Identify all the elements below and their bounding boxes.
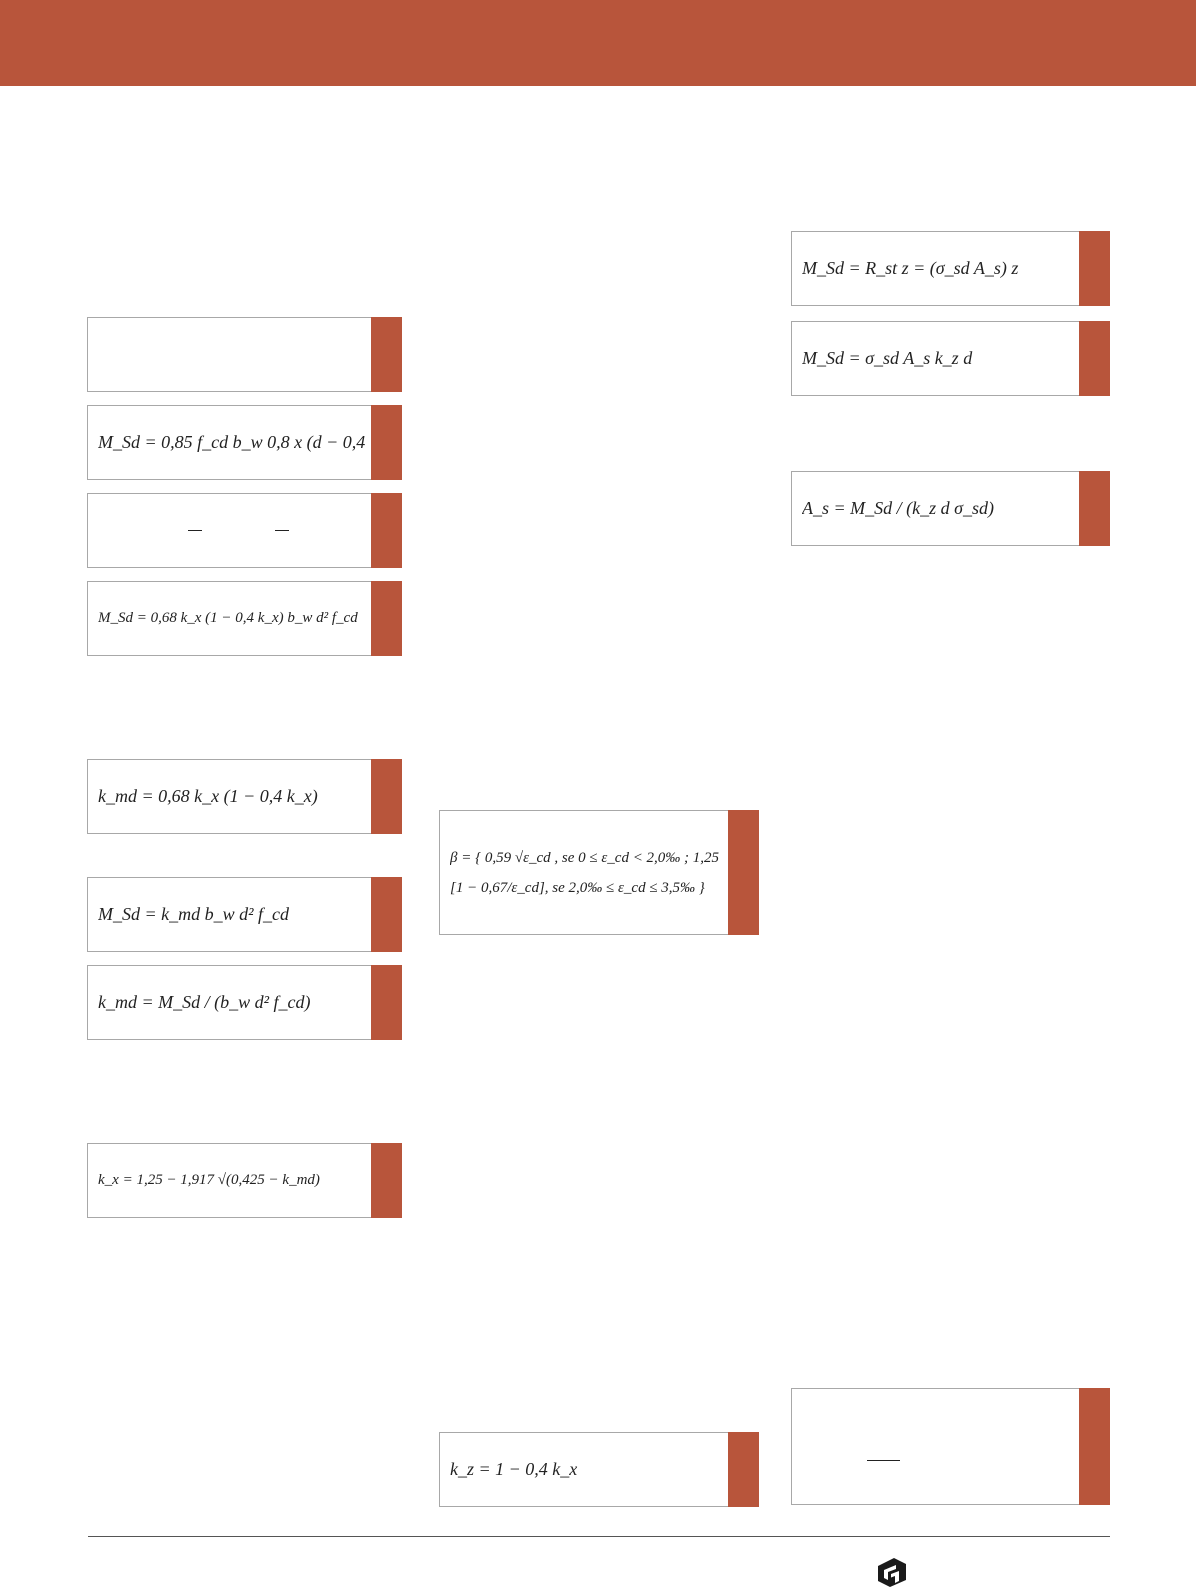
equation-box-kmd-ratio: k_md = M_Sd / (b_w d² f_cd) [87, 965, 402, 1040]
equation-msd-kmd: M_Sd = k_md b_w d² f_cd [98, 904, 290, 924]
equation-number-tab [371, 877, 402, 952]
equation-box-msd-sigma: M_Sd = σ_sd A_s k_z d [791, 321, 1110, 396]
fraction-bar [867, 1460, 900, 1461]
fraction-bar [275, 530, 289, 531]
equation-kx-sqrt: k_x = 1,25 − 1,917 √(0,425 − k_md) [98, 1172, 320, 1188]
equation-number-tab [1079, 1388, 1110, 1505]
equation-number-tab [371, 759, 402, 834]
equation-number-tab [371, 1143, 402, 1218]
equation-number-tab [371, 493, 402, 568]
equation-box-kmd-def: k_md = 0,68 k_x (1 − 0,4 k_x) [87, 759, 402, 834]
equation-msd-sigma: M_Sd = σ_sd A_s k_z d [802, 348, 973, 368]
equation-box-blank-1 [87, 317, 402, 392]
equation-kmd-def: k_md = 0,68 k_x (1 − 0,4 k_x) [98, 786, 318, 806]
equation-beta: β = { 0,59 √ε_cd , se 0 ≤ ε_cd < 2,0‰ ; … [450, 849, 720, 896]
equation-number-tab [371, 317, 402, 392]
equation-number-tab [1079, 471, 1110, 546]
equation-box-bottom-right [791, 1388, 1110, 1505]
equation-box-kx-sqrt: k_x = 1,25 − 1,917 √(0,425 − k_md) [87, 1143, 402, 1218]
equation-box-kz: k_z = 1 − 0,4 k_x [439, 1432, 759, 1507]
equation-kmd-ratio: k_md = M_Sd / (b_w d² f_cd) [98, 992, 311, 1012]
equation-box-msd-first: M_Sd = 0,85 f_cd b_w 0,8 x (d − 0,4 x) [87, 405, 402, 480]
fraction-bar [188, 530, 202, 531]
equation-number-tab [1079, 231, 1110, 306]
equation-box-msd-rst: M_Sd = R_st z = (σ_sd A_s) z [791, 231, 1110, 306]
equation-msd-first: M_Sd = 0,85 f_cd b_w 0,8 x (d − 0,4 x) [98, 432, 365, 452]
equation-box-msd-kx: M_Sd = 0,68 k_x (1 − 0,4 k_x) b_w d² f_c… [87, 581, 402, 656]
equation-box-msd-kmd: M_Sd = k_md b_w d² f_cd [87, 877, 402, 952]
equation-msd-kx: M_Sd = 0,68 k_x (1 − 0,4 k_x) b_w d² f_c… [98, 610, 358, 626]
equation-number-tab [371, 581, 402, 656]
equation-kz: k_z = 1 − 0,4 k_x [450, 1459, 578, 1479]
footer-rule [88, 1536, 1110, 1537]
equation-box-beta: β = { 0,59 √ε_cd , se 0 ≤ ε_cd < 2,0‰ ; … [439, 810, 759, 935]
equation-box-fraction-marks [87, 493, 402, 568]
equation-number-tab [371, 965, 402, 1040]
equation-number-tab [728, 1432, 759, 1507]
equation-number-tab [1079, 321, 1110, 396]
equation-box-as: A_s = M_Sd / (k_z d σ_sd) [791, 471, 1110, 546]
equation-msd-rst: M_Sd = R_st z = (σ_sd A_s) z [802, 258, 1019, 278]
equation-number-tab [728, 810, 759, 935]
equation-as: A_s = M_Sd / (k_z d σ_sd) [802, 498, 995, 518]
header-band [0, 0, 1196, 86]
publisher-logo-icon [878, 1558, 906, 1587]
equation-number-tab [371, 405, 402, 480]
